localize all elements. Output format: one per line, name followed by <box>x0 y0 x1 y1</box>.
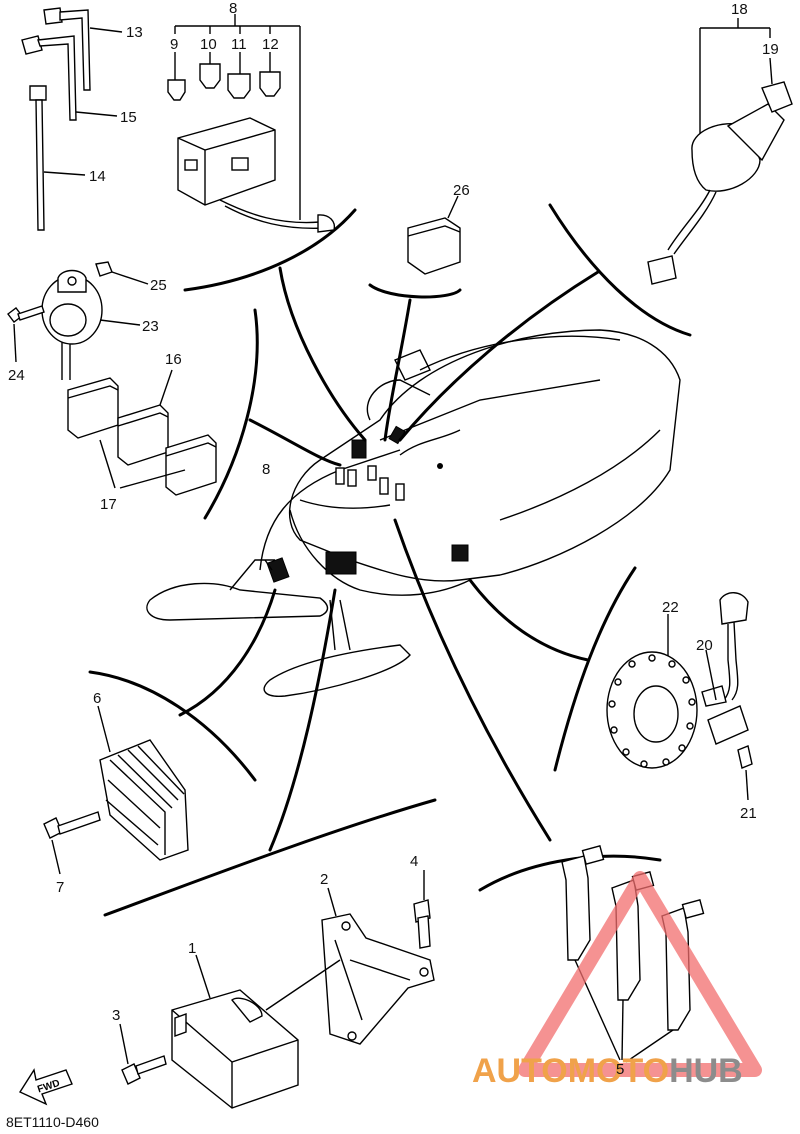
callout-7: 7 <box>56 879 64 896</box>
diagram-code: 8ET1110-D460 <box>6 1114 99 1130</box>
callout-5: 5 <box>616 1061 624 1078</box>
main-switch-assembly <box>647 18 793 285</box>
callout-11: 11 <box>231 36 247 53</box>
callout-14: 14 <box>89 168 106 185</box>
watermark-text-hub: HUB <box>669 1052 743 1090</box>
callout-6: 6 <box>93 690 101 707</box>
callout-12: 12 <box>262 36 279 53</box>
snowmobile-body <box>146 329 681 697</box>
fuse-box-assembly <box>167 14 336 233</box>
callout-labels: 8 9 10 11 12 13 14 15 16 17 18 19 20 21 … <box>8 0 779 1078</box>
part-26-module <box>407 195 461 275</box>
callout-19: 19 <box>762 41 779 58</box>
fwd-arrow-icon: FWD <box>18 1068 73 1106</box>
callout-26: 26 <box>453 182 470 199</box>
callout-3: 3 <box>112 1007 120 1024</box>
cable-ties <box>21 7 123 231</box>
callout-16: 16 <box>165 351 182 368</box>
rectifier-regulator <box>43 705 189 875</box>
leader-lines <box>88 203 692 917</box>
callout-8-body: 8 <box>262 461 270 478</box>
callout-10: 10 <box>200 36 217 53</box>
callout-15: 15 <box>120 109 137 126</box>
svg-text:AUTOMOTOHUB: AUTOMOTOHUB <box>472 1052 743 1090</box>
callout-9: 9 <box>170 36 178 53</box>
callout-21: 21 <box>740 805 757 822</box>
ecu-bracket-assembly <box>119 870 435 1109</box>
callout-4: 4 <box>410 853 418 870</box>
callout-13: 13 <box>126 24 143 41</box>
watermark-logo: AUTOMOTOHUB <box>472 871 762 1090</box>
callout-24: 24 <box>8 367 25 384</box>
callout-1: 1 <box>188 940 196 957</box>
callout-22: 22 <box>662 599 679 616</box>
callout-8: 8 <box>229 0 237 17</box>
callout-2: 2 <box>320 871 328 888</box>
relay-set <box>67 369 217 496</box>
callout-18: 18 <box>731 1 748 18</box>
callout-20: 20 <box>696 637 713 654</box>
callout-25: 25 <box>150 277 167 294</box>
callout-23: 23 <box>142 318 159 335</box>
watermark-text-brand: AUTOMOTO <box>472 1052 669 1090</box>
sensor-assembly <box>7 261 149 380</box>
callout-17: 17 <box>100 496 117 513</box>
rotor-sensor-assembly <box>606 592 753 801</box>
